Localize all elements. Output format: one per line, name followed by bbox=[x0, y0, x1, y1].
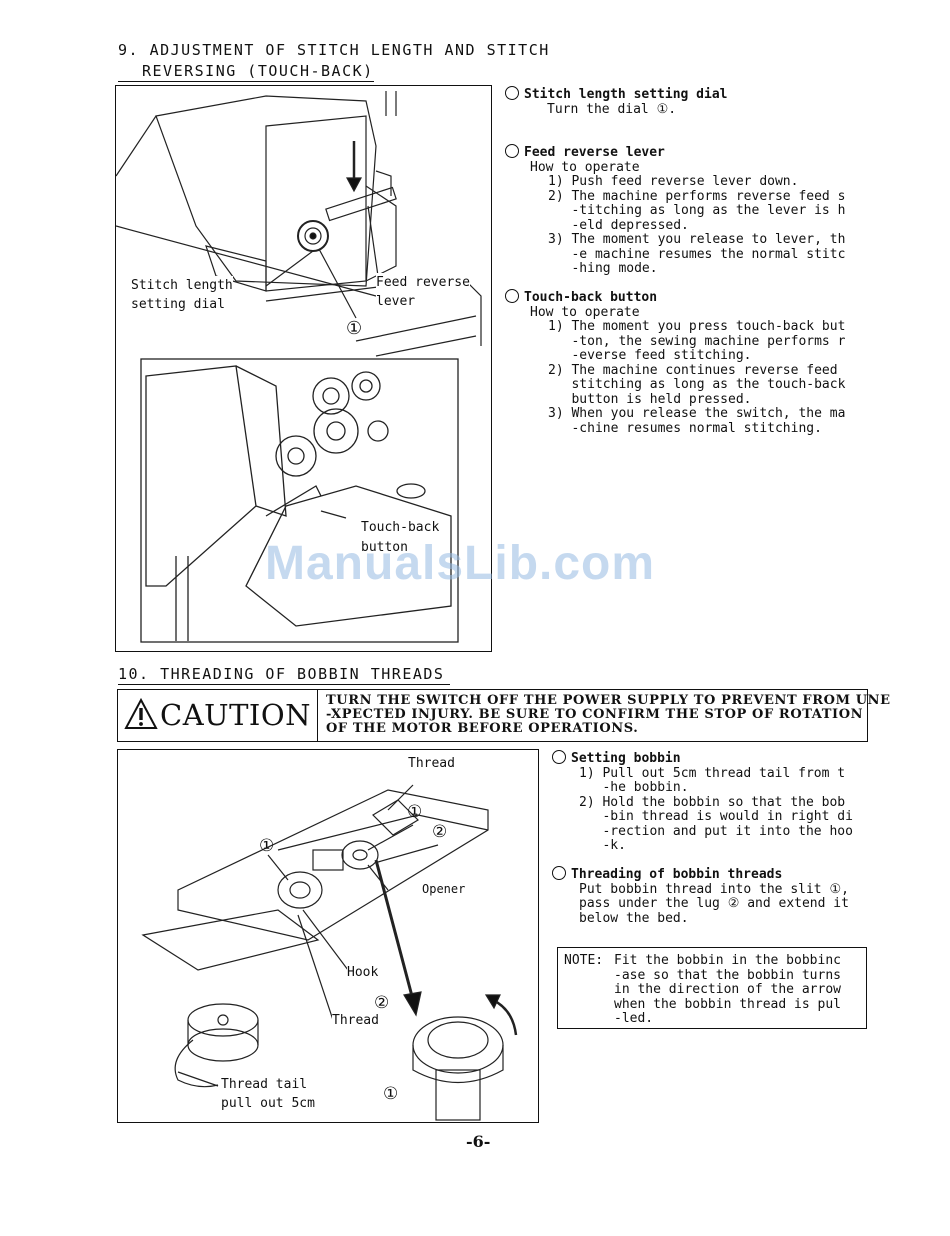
caution-box: CAUTION TURN THE SWITCH OFF THE POWER SU… bbox=[117, 689, 890, 742]
feed-reverse-lever-label: Feed reverse lever bbox=[376, 273, 470, 311]
machine-illustration-top bbox=[115, 91, 482, 643]
note-body: Fit the bobbin in the bobbinc -ase so th… bbox=[614, 953, 841, 1026]
touch-back-button-label: Touch-back button bbox=[361, 518, 440, 558]
threading-heading: Threading of bobbin threads bbox=[571, 867, 783, 882]
hook-label: Hook bbox=[347, 965, 379, 980]
thread-mid-label: Thread bbox=[332, 1013, 379, 1028]
bobbin-illustration bbox=[141, 784, 518, 1121]
note-lead: NOTE: bbox=[564, 953, 604, 968]
caution-text: TURN THE SWITCH OFF THE POWER SUPPLY TO … bbox=[326, 693, 891, 736]
section-10-title: 10. THREADING OF BOBBIN THREADS bbox=[118, 665, 451, 685]
feed-reverse-block: Feed reverse lever How to operate 1) Pus… bbox=[505, 144, 845, 277]
callout-2-top: ② bbox=[432, 822, 448, 842]
setting-bobbin-heading: Setting bobbin bbox=[571, 751, 681, 766]
warning-triangle-icon bbox=[124, 698, 158, 729]
circle-bullet-icon bbox=[552, 866, 566, 880]
setting-bobbin-block: Setting bobbin 1) Pull out 5cm thread ta… bbox=[552, 750, 853, 854]
callout-1-left: ① bbox=[259, 836, 275, 856]
callout-1-bottom: ① bbox=[383, 1084, 399, 1104]
section-9-subtitle: REVERSING (TOUCH-BACK) bbox=[118, 62, 374, 82]
circle-bullet-icon bbox=[505, 289, 519, 303]
circle-bullet-icon bbox=[552, 750, 566, 764]
figure-bobbin-threading: Thread ① ② ① Opener Hook ② Thread ① Thre… bbox=[117, 749, 539, 1123]
page-number: -6- bbox=[466, 1132, 491, 1151]
note-box: NOTE: Fit the bobbin in the bobbinc -ase… bbox=[557, 947, 867, 1029]
threading-body: Put bobbin thread into the slit ①, pass … bbox=[579, 881, 849, 926]
opener-label: Opener bbox=[422, 882, 466, 896]
callout-1-top: ① bbox=[407, 802, 423, 822]
thread-top-label: Thread bbox=[408, 756, 455, 771]
stitch-dial-body: Turn the dial ①. bbox=[547, 101, 677, 117]
figure-stitch-adjustment: Stitch length setting dial Feed reverse … bbox=[115, 85, 492, 652]
callout-2-bottom: ② bbox=[374, 993, 390, 1013]
stitch-dial-block: Stitch length setting dial Turn the dial… bbox=[505, 86, 728, 117]
circle-bullet-icon bbox=[505, 144, 519, 158]
stitch-dial-heading: Stitch length setting dial bbox=[524, 87, 728, 102]
setting-bobbin-steps: 1) Pull out 5cm thread tail from t -he b… bbox=[579, 765, 853, 853]
section-9-title: 9. ADJUSTMENT OF STITCH LENGTH AND STITC… bbox=[118, 41, 550, 59]
callout-1: ① bbox=[346, 318, 363, 339]
feed-reverse-heading: Feed reverse lever bbox=[524, 145, 665, 160]
touch-back-steps: 1) The moment you press touch-back but -… bbox=[548, 319, 846, 436]
circle-bullet-icon bbox=[505, 86, 519, 100]
caution-label-cell: CAUTION bbox=[118, 690, 318, 741]
touch-back-how: How to operate bbox=[530, 304, 640, 320]
touch-back-block: Touch-back button How to operate 1) The … bbox=[505, 289, 845, 436]
touch-back-heading: Touch-back button bbox=[524, 290, 658, 305]
watermark: ManualsLib.com bbox=[265, 537, 656, 590]
stitch-length-dial-label: Stitch length setting dial bbox=[131, 276, 233, 314]
feed-reverse-how: How to operate bbox=[530, 159, 640, 175]
caution-word: CAUTION bbox=[160, 698, 312, 732]
thread-tail-label: Thread tail pull out 5cm bbox=[221, 1075, 315, 1113]
threading-block: Threading of bobbin threads Put bobbin t… bbox=[552, 866, 849, 926]
feed-reverse-steps: 1) Push feed reverse lever down. 2) The … bbox=[548, 174, 846, 276]
